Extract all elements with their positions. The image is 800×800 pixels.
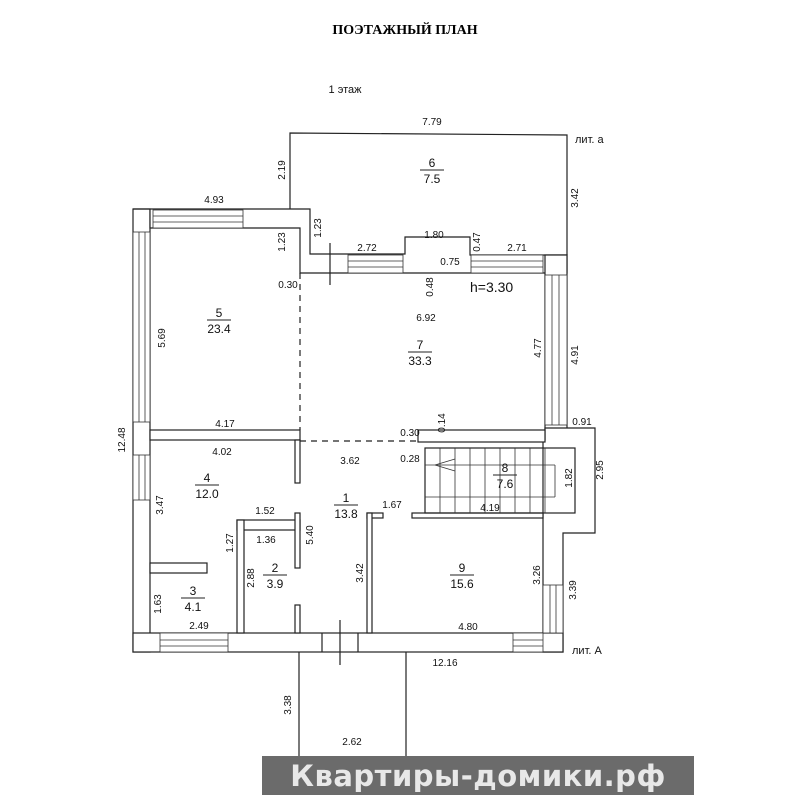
dimension-label: 2.72 bbox=[357, 243, 377, 254]
room-area: 7.6 bbox=[497, 477, 514, 491]
room-label-1: 113.8 bbox=[334, 491, 358, 521]
room-number: 1 bbox=[343, 491, 350, 505]
dimension-label: 0.28 bbox=[400, 454, 420, 465]
dimension-label: 0.48 bbox=[425, 277, 436, 297]
room-number: 4 bbox=[204, 471, 211, 485]
dimension-label: 0.47 bbox=[472, 232, 483, 252]
dimension-label: 4.02 bbox=[212, 447, 232, 458]
room-label-2: 23.9 bbox=[263, 561, 287, 591]
dimension-label: 3.38 bbox=[283, 695, 294, 715]
room-area: 15.6 bbox=[450, 577, 474, 591]
room-label-9: 915.6 bbox=[450, 561, 474, 591]
dimension-label: 3.39 bbox=[568, 580, 579, 600]
dimension-label: 12.16 bbox=[432, 658, 457, 669]
room-number: 9 bbox=[459, 561, 466, 575]
ceiling-height-label: h=3.30 bbox=[470, 279, 513, 295]
dimension-label: 1.67 bbox=[382, 500, 402, 511]
dimension-label: 1.36 bbox=[256, 535, 276, 546]
room-area: 7.5 bbox=[424, 172, 441, 186]
room-label-4: 412.0 bbox=[195, 471, 219, 501]
dimension-label: 1.80 bbox=[424, 230, 444, 241]
room-label-8: 87.6 bbox=[493, 461, 517, 491]
dimension-label: 4.93 bbox=[204, 195, 224, 206]
room-label-6: 67.5 bbox=[420, 156, 444, 186]
room-area: 12.0 bbox=[195, 487, 219, 501]
dimension-label: 4.91 bbox=[570, 345, 581, 365]
dimension-label: 3.42 bbox=[355, 563, 366, 583]
room-number: 2 bbox=[272, 561, 279, 575]
dimension-label: 0.91 bbox=[572, 417, 592, 428]
dimension-label: 2.95 bbox=[595, 460, 606, 480]
dimension-label: 3.42 bbox=[570, 188, 581, 208]
dimension-label: 1.23 bbox=[313, 218, 324, 238]
walls bbox=[132, 132, 596, 771]
lit-a-small-label: лит. а bbox=[575, 134, 604, 146]
dimension-label: 3.47 bbox=[155, 495, 166, 515]
room-number: 6 bbox=[429, 156, 436, 170]
dimension-label: 2.88 bbox=[246, 568, 257, 588]
room-area: 13.8 bbox=[334, 507, 358, 521]
dimension-label: 0.30 bbox=[278, 280, 298, 291]
room-number: 3 bbox=[190, 584, 197, 598]
dimension-label: 5.69 bbox=[157, 328, 168, 348]
watermark-text: Квартиры-домики.рф bbox=[290, 758, 666, 793]
dimension-label: 2.62 bbox=[342, 737, 362, 748]
dimension-label: 0.75 bbox=[440, 257, 460, 268]
dimension-label: 6.92 bbox=[416, 313, 436, 324]
dimension-label: 1.23 bbox=[277, 232, 288, 252]
dimension-label: 0.14 bbox=[437, 413, 448, 433]
room-area: 4.1 bbox=[185, 600, 202, 614]
dimension-label: 4.17 bbox=[215, 419, 235, 430]
dimension-label: 1.63 bbox=[153, 594, 164, 614]
dimension-label: 1.52 bbox=[255, 506, 275, 517]
floor-label: 1 этаж bbox=[329, 84, 363, 96]
dimension-label: 5.40 bbox=[305, 525, 316, 545]
dimension-label: 4.77 bbox=[533, 338, 544, 358]
room-area: 3.9 bbox=[267, 577, 284, 591]
plan-title: ПОЭТАЖНЫЙ ПЛАН bbox=[332, 21, 477, 38]
room-area: 23.4 bbox=[207, 322, 231, 336]
room-labels: 67.5523.4733.3412.087.6113.823.934.1915.… bbox=[181, 156, 517, 614]
dimension-label: 2.49 bbox=[189, 621, 209, 632]
dimension-label: 2.19 bbox=[277, 160, 288, 180]
room-label-3: 34.1 bbox=[181, 584, 205, 614]
room-label-7: 733.3 bbox=[408, 338, 432, 368]
dimension-label: 4.80 bbox=[458, 622, 478, 633]
room-area: 33.3 bbox=[408, 354, 432, 368]
dimension-label: 3.62 bbox=[340, 456, 360, 467]
dimension-label: 3.26 bbox=[532, 565, 543, 585]
room-number: 7 bbox=[417, 338, 424, 352]
room-label-5: 523.4 bbox=[207, 306, 231, 336]
room-number: 8 bbox=[502, 461, 509, 475]
watermark-banner: Квартиры-домики.рф bbox=[262, 756, 694, 795]
dimension-labels: 7.79 2.19 3.42 4.93 1.23 1.23 2.72 1.80 0.47 2.71… bbox=[117, 117, 606, 748]
dimension-label: 12.48 bbox=[117, 427, 128, 452]
room-number: 5 bbox=[216, 306, 223, 320]
dimension-label: 1.82 bbox=[564, 468, 575, 488]
dimension-label: 7.79 bbox=[422, 117, 442, 128]
dimension-label: 2.71 bbox=[507, 243, 527, 254]
lit-a-big-label: лит. А bbox=[572, 645, 602, 657]
dimension-label: 1.27 bbox=[225, 533, 236, 553]
dimension-label: 4.19 bbox=[480, 503, 500, 514]
dimension-label: 0.30 bbox=[400, 428, 420, 439]
